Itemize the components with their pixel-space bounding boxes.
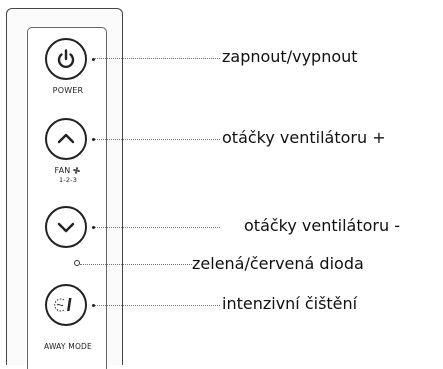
fan-down-leader-line (95, 227, 220, 228)
power-label: POWER (52, 86, 84, 95)
led-indicator-icon (74, 260, 80, 266)
control-panel: POWER FAN 1-2-3 (6, 8, 123, 369)
control-panel-inner: POWER FAN 1-2-3 (27, 27, 107, 369)
fan-up-leader-line (95, 139, 220, 140)
chevron-up-icon (57, 133, 75, 144)
fan-label: FAN (54, 166, 71, 175)
fan-icon (73, 167, 81, 174)
power-indicator-dot (92, 58, 95, 61)
power-leader-line (95, 58, 220, 59)
away-mode-label: AWAY MODE (44, 342, 92, 351)
away-mode-indicator-dot (92, 304, 95, 307)
fan-down-indicator-dot (92, 226, 95, 229)
fan-speeds-label: 1-2-3 (58, 176, 78, 184)
away-mode-icon (54, 298, 72, 312)
chevron-down-icon (57, 222, 75, 233)
fan-down-button[interactable] (45, 206, 87, 248)
led-leader-line (80, 264, 192, 265)
away-mode-callout: intenzivní čištění (222, 294, 358, 313)
power-callout: zapnout/vypnout (222, 47, 358, 66)
power-button[interactable] (45, 38, 87, 80)
fan-up-indicator-dot (92, 138, 95, 141)
fan-up-callout: otáčky ventilátoru + (222, 128, 386, 147)
away-mode-button[interactable] (45, 284, 87, 326)
led-callout: zelená/červená dioda (192, 254, 364, 273)
fan-down-callout: otáčky ventilátoru - (244, 216, 400, 235)
away-mode-leader-line (95, 305, 220, 306)
fan-up-button[interactable] (45, 118, 87, 160)
fan-label-row: FAN (28, 166, 108, 175)
power-icon (57, 49, 75, 69)
